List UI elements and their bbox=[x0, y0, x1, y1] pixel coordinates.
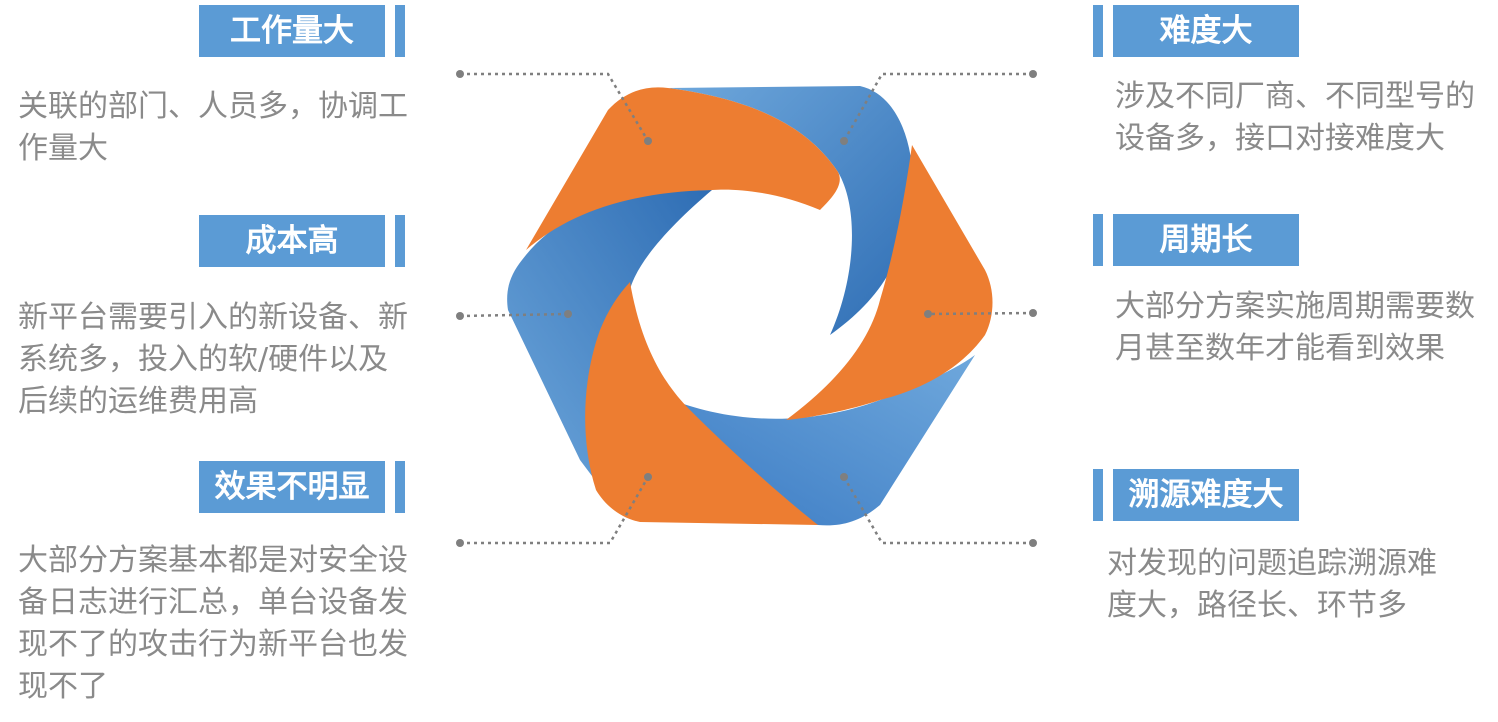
label-cost-bar bbox=[395, 215, 405, 267]
label-workload-bar bbox=[395, 5, 405, 57]
desc-workload: 关联的部门、人员多，协调工 作量大 bbox=[18, 89, 408, 166]
desc-period: 大部分方案实施周期需要数 月甚至数年才能看到效果 bbox=[1115, 289, 1475, 366]
label-trace: 溯源难度大 bbox=[1113, 469, 1299, 521]
ring-segment-blue-top-right bbox=[668, 86, 914, 335]
label-difficulty-bar bbox=[1093, 5, 1103, 57]
label-effect: 效果不明显 bbox=[199, 461, 385, 513]
label-trace-bar bbox=[1093, 469, 1103, 521]
desc-trace: 对发现的问题追踪溯源难 度大，路径长、环节多 bbox=[1107, 546, 1437, 623]
ring-segment-orange-top-left bbox=[526, 87, 840, 250]
desc-cost: 新平台需要引入的新设备、新 系统多，投入的软/硬件以及 后续的运维费用高 bbox=[18, 300, 408, 419]
connector-workload bbox=[456, 70, 652, 145]
ring-segment-blue-bottom bbox=[668, 355, 975, 526]
label-cost: 成本高 bbox=[199, 215, 385, 267]
connector-effect bbox=[456, 473, 652, 547]
ring-segment-orange-bottom-left bbox=[585, 282, 818, 525]
desc-effect: 大部分方案基本都是对安全设 备日志进行汇总，单台设备发 现不了的攻击行为新平台也… bbox=[18, 543, 408, 704]
desc-difficulty: 涉及不同厂商、不同型号的 设备多，接口对接难度大 bbox=[1115, 79, 1475, 156]
connector-difficulty bbox=[840, 70, 1037, 145]
label-effect-bar bbox=[395, 461, 405, 513]
label-workload: 工作量大 bbox=[199, 5, 385, 57]
ring-segment-orange-right bbox=[786, 145, 993, 420]
label-period: 周期长 bbox=[1113, 214, 1299, 266]
connector-trace bbox=[840, 473, 1037, 547]
label-difficulty: 难度大 bbox=[1113, 5, 1299, 57]
connector-cost bbox=[456, 310, 572, 320]
label-period-bar bbox=[1093, 214, 1103, 266]
connector-period bbox=[924, 309, 1037, 318]
